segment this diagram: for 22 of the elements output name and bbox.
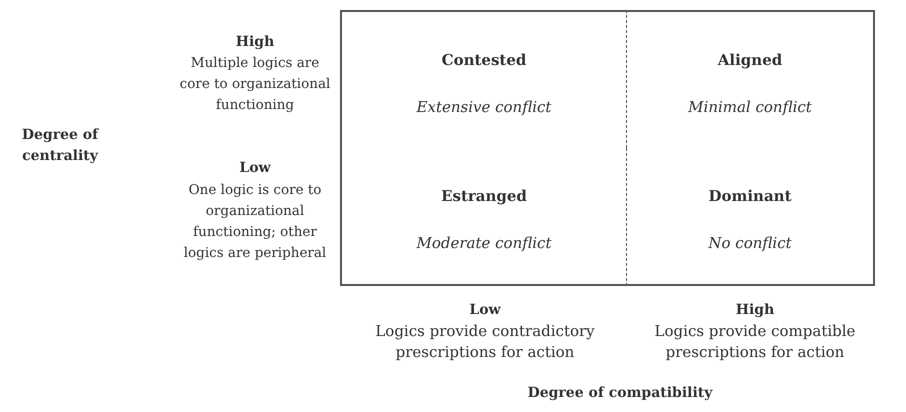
matrix-quadrant	[627, 10, 875, 148]
axis-level-description: Multiple logics are core to organizational functioning	[178, 54, 332, 115]
matrix-quadrant	[340, 148, 627, 286]
axis-level-label: High	[234, 33, 276, 52]
axis-level-description: Logics provide compatible prescriptions for action	[654, 321, 856, 363]
axis-level-label: Low	[238, 159, 272, 178]
axis-level-label: High	[734, 301, 776, 320]
axis-title: Degree of compatibility	[526, 384, 714, 403]
quadrant-description: Extensive conflict	[415, 97, 552, 118]
matrix-quadrant	[627, 148, 875, 286]
quadrant-title: Contested	[440, 50, 528, 71]
quadrant-title: Estranged	[440, 186, 528, 207]
quadrant-description: Minimal conflict	[687, 97, 813, 118]
quadrant-description: No conflict	[707, 233, 793, 254]
quadrant-title: Aligned	[716, 50, 784, 71]
axis-level-label: Low	[468, 301, 502, 320]
matrix-quadrant	[340, 10, 627, 148]
quadrant-description: Moderate conflict	[415, 233, 552, 254]
quadrant-title: Dominant	[707, 186, 793, 207]
axis-level-description: One logic is core to organizational functioning; other logics are peripheral	[182, 181, 328, 263]
axis-level-description: Logics provide contradictory prescriptions for action	[374, 321, 596, 363]
axis-title: Degree of centrality	[20, 126, 100, 166]
